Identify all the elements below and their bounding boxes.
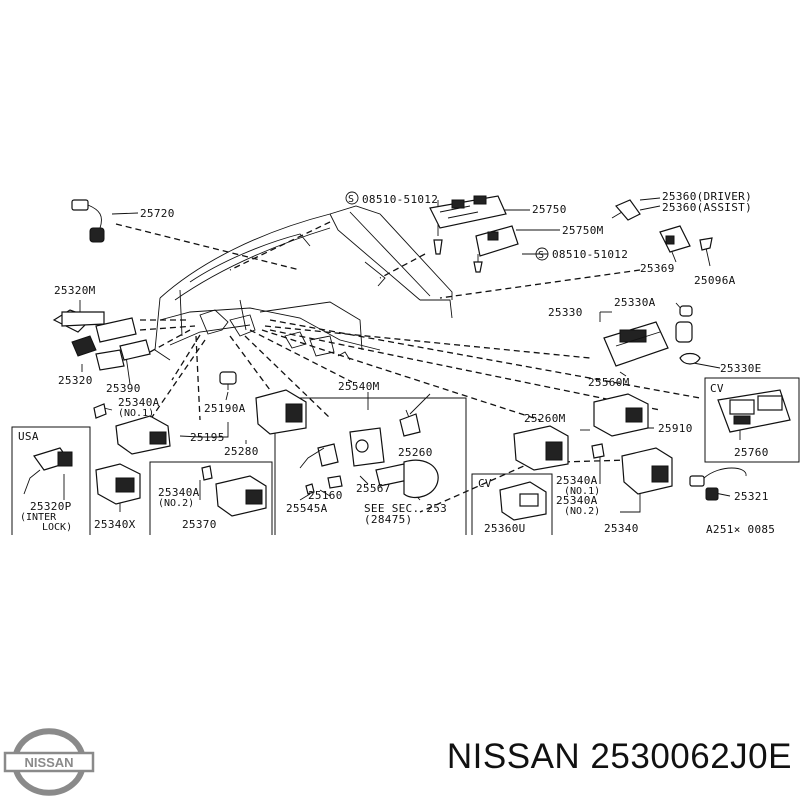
label-25096a: 25096A <box>694 274 736 287</box>
part-25340x-drawing <box>95 463 141 505</box>
label-see-sub: (28475) <box>364 513 412 526</box>
part-25260-drawing <box>513 425 569 471</box>
part-25320p-drawing <box>23 447 73 495</box>
label-25369: 25369 <box>640 262 675 275</box>
part-25330-drawing <box>603 305 701 367</box>
label-25321: 25321 <box>734 490 769 503</box>
nissan-logo: NISSAN <box>3 728 95 796</box>
label-08510-51012-b: 08510-51012 <box>552 248 628 261</box>
label-25320p: 25320P <box>30 500 72 513</box>
label-25260m: 25260M <box>524 412 566 425</box>
label-08510-51012-a: 08510-51012 <box>362 193 438 206</box>
label-25370: 25370 <box>182 518 217 531</box>
label-25340a-no1: 25340A <box>118 396 160 409</box>
label-25560m: 25560M <box>588 376 630 389</box>
label-25720: 25720 <box>140 207 175 220</box>
combination-switch-frame <box>274 397 467 535</box>
cv-frame-right <box>704 377 800 463</box>
screw-symbol-a: S <box>345 191 359 205</box>
label-25545a: 25545A <box>286 502 328 515</box>
svg-text:S: S <box>538 250 544 261</box>
label-see-sec: SEE SEC. 253 <box>364 502 447 515</box>
label-25320m: 25320M <box>54 284 96 297</box>
label-25190a: 25190A <box>204 402 246 415</box>
label-25567: 25567 <box>356 482 391 495</box>
label-cv-a: CV <box>710 382 724 395</box>
label-25750: 25750 <box>532 203 567 216</box>
part-25190a-drawing <box>219 371 237 390</box>
label-25360-driver: 25360(DRIVER) <box>662 190 752 203</box>
label-25340x: 25340X <box>94 518 136 531</box>
callout-labels: 25720 S 08510-51012 25750 25750M S 08510… <box>18 190 775 536</box>
part-number-title: NISSAN 2530062J0E <box>446 737 792 776</box>
svg-text:S: S <box>348 194 354 205</box>
label-no1-b: (NO.1) <box>564 486 600 497</box>
label-25320: 25320 <box>58 374 93 387</box>
logo-lettering: NISSAN <box>24 755 73 770</box>
label-25390: 25390 <box>106 382 141 395</box>
part-25720-drawing <box>71 199 105 243</box>
label-usa: USA <box>18 430 39 443</box>
label-inter: (INTER <box>20 512 57 523</box>
label-25360u: 25360U <box>484 522 526 535</box>
label-25330: 25330 <box>548 306 583 319</box>
label-25360-assist: 25360(ASSIST) <box>662 201 752 214</box>
part-25360u-drawing <box>499 481 547 521</box>
label-25160: 25160 <box>308 489 343 502</box>
label-25195: 25195 <box>190 431 225 444</box>
usa-frame <box>11 426 91 535</box>
label-25340a-no1-b: 25340A <box>556 474 598 487</box>
part-25320m-drawing <box>52 309 151 371</box>
frames <box>11 377 800 535</box>
label-no2-a: (NO.2) <box>158 498 194 509</box>
part-25910-drawing <box>593 393 649 437</box>
label-25910: 25910 <box>658 422 693 435</box>
label-lock: LOCK) <box>42 522 72 533</box>
combination-switch-drawing <box>299 393 439 499</box>
part-25750-drawing <box>429 195 519 273</box>
screw-symbol-b: S <box>535 247 549 261</box>
part-25321-drawing <box>689 467 747 501</box>
label-no1-a: (NO.1) <box>118 408 154 419</box>
label-25260: 25260 <box>398 446 433 459</box>
label-25330a: 25330A <box>614 296 656 309</box>
part-25280-drawing <box>255 389 307 435</box>
label-25330e: 25330E <box>720 362 762 375</box>
label-25340: 25340 <box>604 522 639 535</box>
label-25280: 25280 <box>224 445 259 458</box>
part-25340a-no1-drawing <box>93 403 171 455</box>
label-no2-b: (NO.2) <box>564 506 600 517</box>
label-25750m: 25750M <box>562 224 604 237</box>
cv-frame-lower <box>471 473 553 535</box>
dashboard-outline <box>154 205 453 361</box>
label-25760: 25760 <box>734 446 769 459</box>
part-25360-drawing <box>611 199 713 253</box>
label-cv-b: CV <box>478 477 492 490</box>
part-25340a-no2-drawing <box>201 465 267 517</box>
label-ref: A251× 0085 <box>706 523 775 536</box>
label-25340a-no2: 25340A <box>158 486 200 499</box>
part-25760-drawing <box>717 389 791 433</box>
part-25340-drawing <box>591 443 673 495</box>
label-25540m: 25540M <box>338 380 380 393</box>
center-frame <box>149 461 273 535</box>
label-25340a-no2-b: 25340A <box>556 494 598 507</box>
